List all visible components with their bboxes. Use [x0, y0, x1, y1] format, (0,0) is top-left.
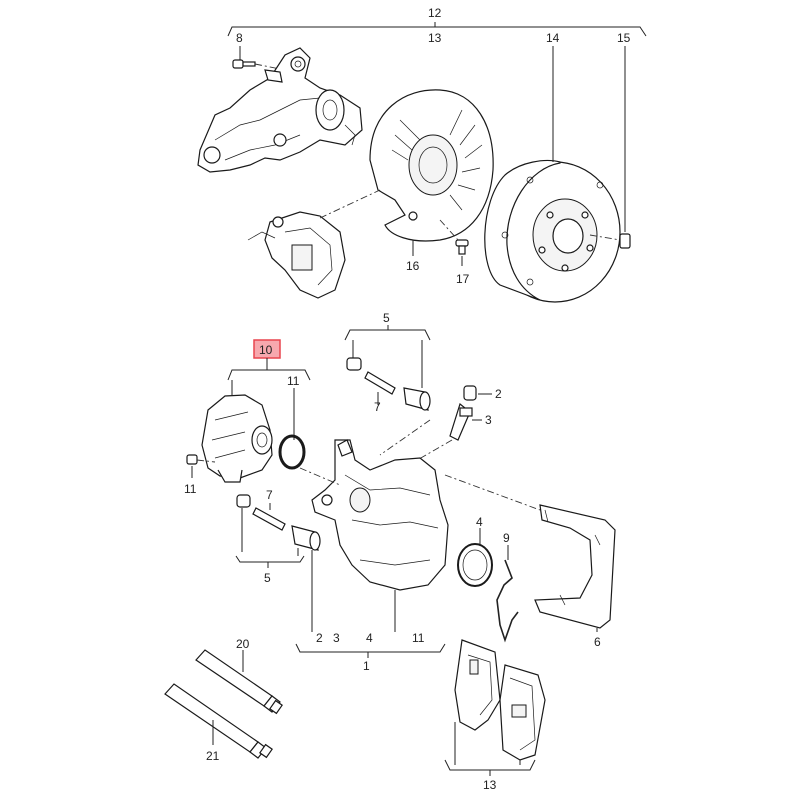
label-15: 15: [617, 31, 631, 45]
label-4-b: 4: [366, 631, 373, 645]
o-ring-11: [278, 434, 306, 470]
label-7-top: 7: [374, 400, 381, 414]
label-6: 6: [594, 635, 601, 649]
bracket-12-13: [227, 22, 647, 37]
servo-motor-10: [201, 380, 273, 483]
caliper-carrier-6: [534, 504, 616, 632]
splash-shield-16: [369, 89, 494, 256]
label-16: 16: [406, 259, 420, 273]
grease-tube-20: [195, 649, 283, 715]
label-21: 21: [206, 749, 220, 763]
guide-pin-7-top: [364, 371, 396, 405]
caliper-reference-small: [247, 189, 381, 299]
brake-pad-inner: [454, 639, 501, 731]
dust-cap-2: [463, 385, 492, 401]
guide-sleeve: [403, 387, 431, 411]
label-1: 1: [363, 659, 370, 673]
wheel-hub-carrier: [197, 47, 363, 173]
label-11-b: 11: [184, 482, 197, 496]
label-20: 20: [236, 637, 250, 651]
label-11-c: 11: [412, 631, 425, 645]
screw-15: [589, 46, 631, 249]
bleed-valve-3: [399, 402, 482, 471]
spring-clip-9: [496, 545, 519, 643]
label-13-top: 13: [428, 31, 442, 45]
brake-disc-14: [484, 46, 621, 303]
label-17: 17: [456, 272, 470, 286]
screw-17: [439, 219, 469, 266]
label-8: 8: [236, 31, 243, 45]
label-3-b: 3: [333, 631, 340, 645]
label-12: 12: [428, 6, 442, 20]
bolt-11: [186, 454, 216, 478]
label-10: 10: [259, 343, 273, 357]
guide-pin-7-lower: [252, 507, 286, 531]
label-2-b: 2: [316, 631, 323, 645]
brake-caliper-1: [299, 419, 541, 591]
label-13-bottom: 13: [483, 778, 497, 792]
guide-sleeve-lower: [291, 525, 321, 551]
label-7-mid: 7: [266, 488, 273, 502]
label-3: 3: [485, 413, 492, 427]
guide-bolt-cap: [346, 357, 362, 371]
label-11-a: 11: [287, 374, 300, 388]
label-5-top: 5: [383, 311, 390, 325]
guide-bolt-cap-lower: [236, 494, 251, 508]
label-2: 2: [495, 387, 502, 401]
label-4: 4: [476, 515, 483, 529]
grease-tube-21: [164, 683, 273, 759]
piston-seal-4: [457, 528, 493, 587]
label-5-bottom: 5: [264, 571, 271, 585]
label-9: 9: [503, 531, 510, 545]
label-14: 14: [546, 31, 560, 45]
label-10-highlight[interactable]: 10: [253, 339, 281, 359]
brake-pad-outer: [499, 664, 546, 761]
